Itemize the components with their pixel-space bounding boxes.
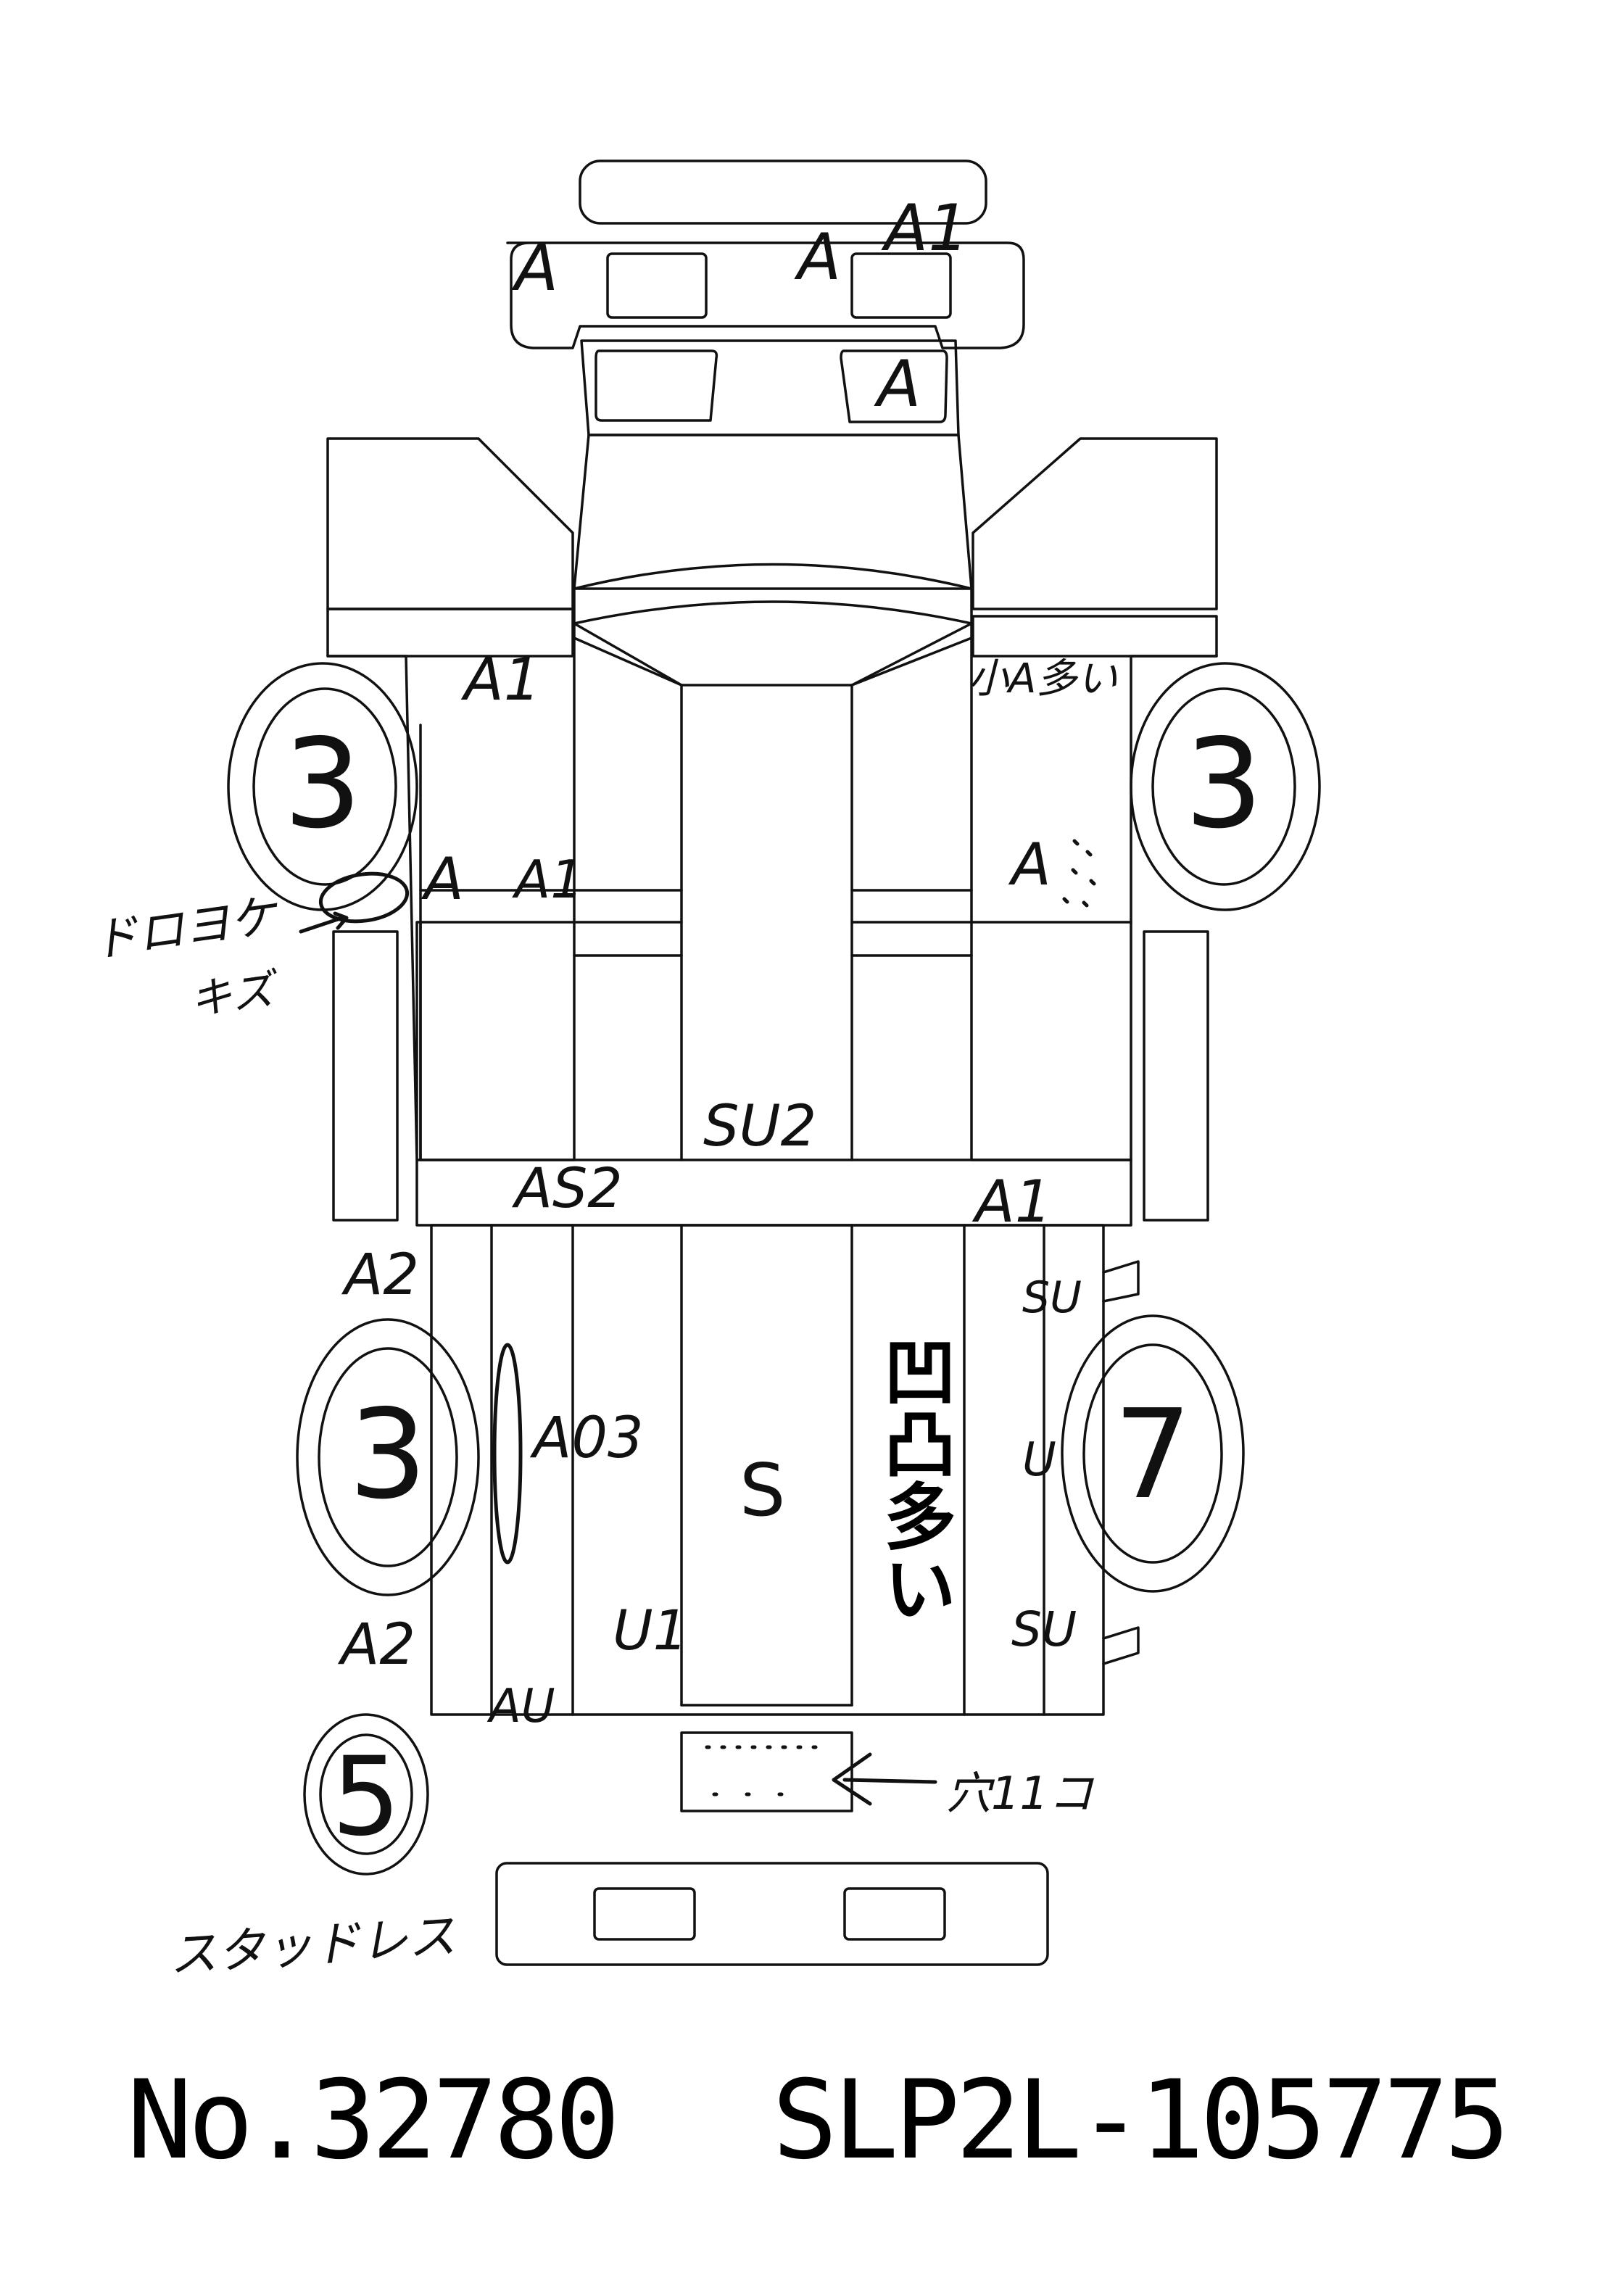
grade-rear-right: 7 bbox=[1114, 1383, 1192, 1527]
tire-front-right bbox=[1130, 662, 1321, 911]
chassis-number: SLP2L-105775 bbox=[772, 2057, 1510, 2184]
note-rear-left-a2-bottom: A2 bbox=[337, 1612, 415, 1678]
grade-front-left: 3 bbox=[283, 713, 362, 856]
handwritten-marks bbox=[299, 839, 1096, 1806]
note-left-door-a1: A1 bbox=[512, 849, 584, 910]
note-rear-left-a2-top: A2 bbox=[341, 1243, 419, 1308]
note-left-u1: U1 bbox=[613, 1598, 688, 1662]
note-right-u: U bbox=[1022, 1433, 1056, 1487]
note-mud-line2: キズ bbox=[186, 963, 282, 1025]
tire-rear-right bbox=[1061, 1314, 1245, 1593]
grade-spare: 5 bbox=[331, 1734, 400, 1860]
note-studless: スタッドレス bbox=[167, 1908, 457, 1984]
tires bbox=[227, 662, 1321, 1876]
note-windshield-a: A bbox=[874, 347, 921, 421]
cargo-bed bbox=[430, 1224, 1140, 1716]
note-left-a03: A03 bbox=[529, 1406, 644, 1471]
note-front-a-left: A bbox=[511, 231, 558, 305]
note-roof-su2: SU2 bbox=[703, 1094, 816, 1159]
note-holes: 穴11コ bbox=[946, 1767, 1095, 1820]
tire-spare bbox=[303, 1713, 429, 1876]
note-right-a1: A1 bbox=[972, 1168, 1052, 1235]
note-front-a-mid: A bbox=[794, 220, 841, 294]
cab-sides bbox=[326, 622, 1218, 1227]
note-front-left-a1: A1 bbox=[460, 646, 541, 713]
note-bed-s: S bbox=[740, 1448, 785, 1533]
tire-rear-left bbox=[296, 1318, 480, 1596]
lot-number: No.32780 bbox=[127, 2057, 620, 2184]
note-front-right-a: A bbox=[1008, 831, 1051, 898]
note-front-a1: A1 bbox=[881, 191, 969, 265]
note-right-su-top: SU bbox=[1022, 1272, 1082, 1323]
rear-bumper bbox=[495, 1862, 1049, 1966]
grade-front-right: 3 bbox=[1185, 713, 1263, 856]
note-left-as2: AS2 bbox=[511, 1156, 623, 1220]
note-left-au: AU bbox=[486, 1680, 555, 1733]
note-bed-dents: 凹凸多い bbox=[871, 1334, 956, 1624]
note-left-door-a: A bbox=[420, 845, 464, 913]
rear-plate-area bbox=[680, 1731, 853, 1812]
front-bumper bbox=[506, 159, 1025, 349]
note-front-right: 小A多い bbox=[968, 655, 1117, 703]
note-mud-line1: ドロヨケ bbox=[88, 889, 283, 969]
grade-rear-left: 3 bbox=[349, 1383, 427, 1527]
cab-body bbox=[326, 434, 1218, 687]
tire-grades: 3 3 3 7 5 bbox=[283, 713, 1263, 1860]
note-right-su-bottom: SU bbox=[1011, 1601, 1077, 1657]
